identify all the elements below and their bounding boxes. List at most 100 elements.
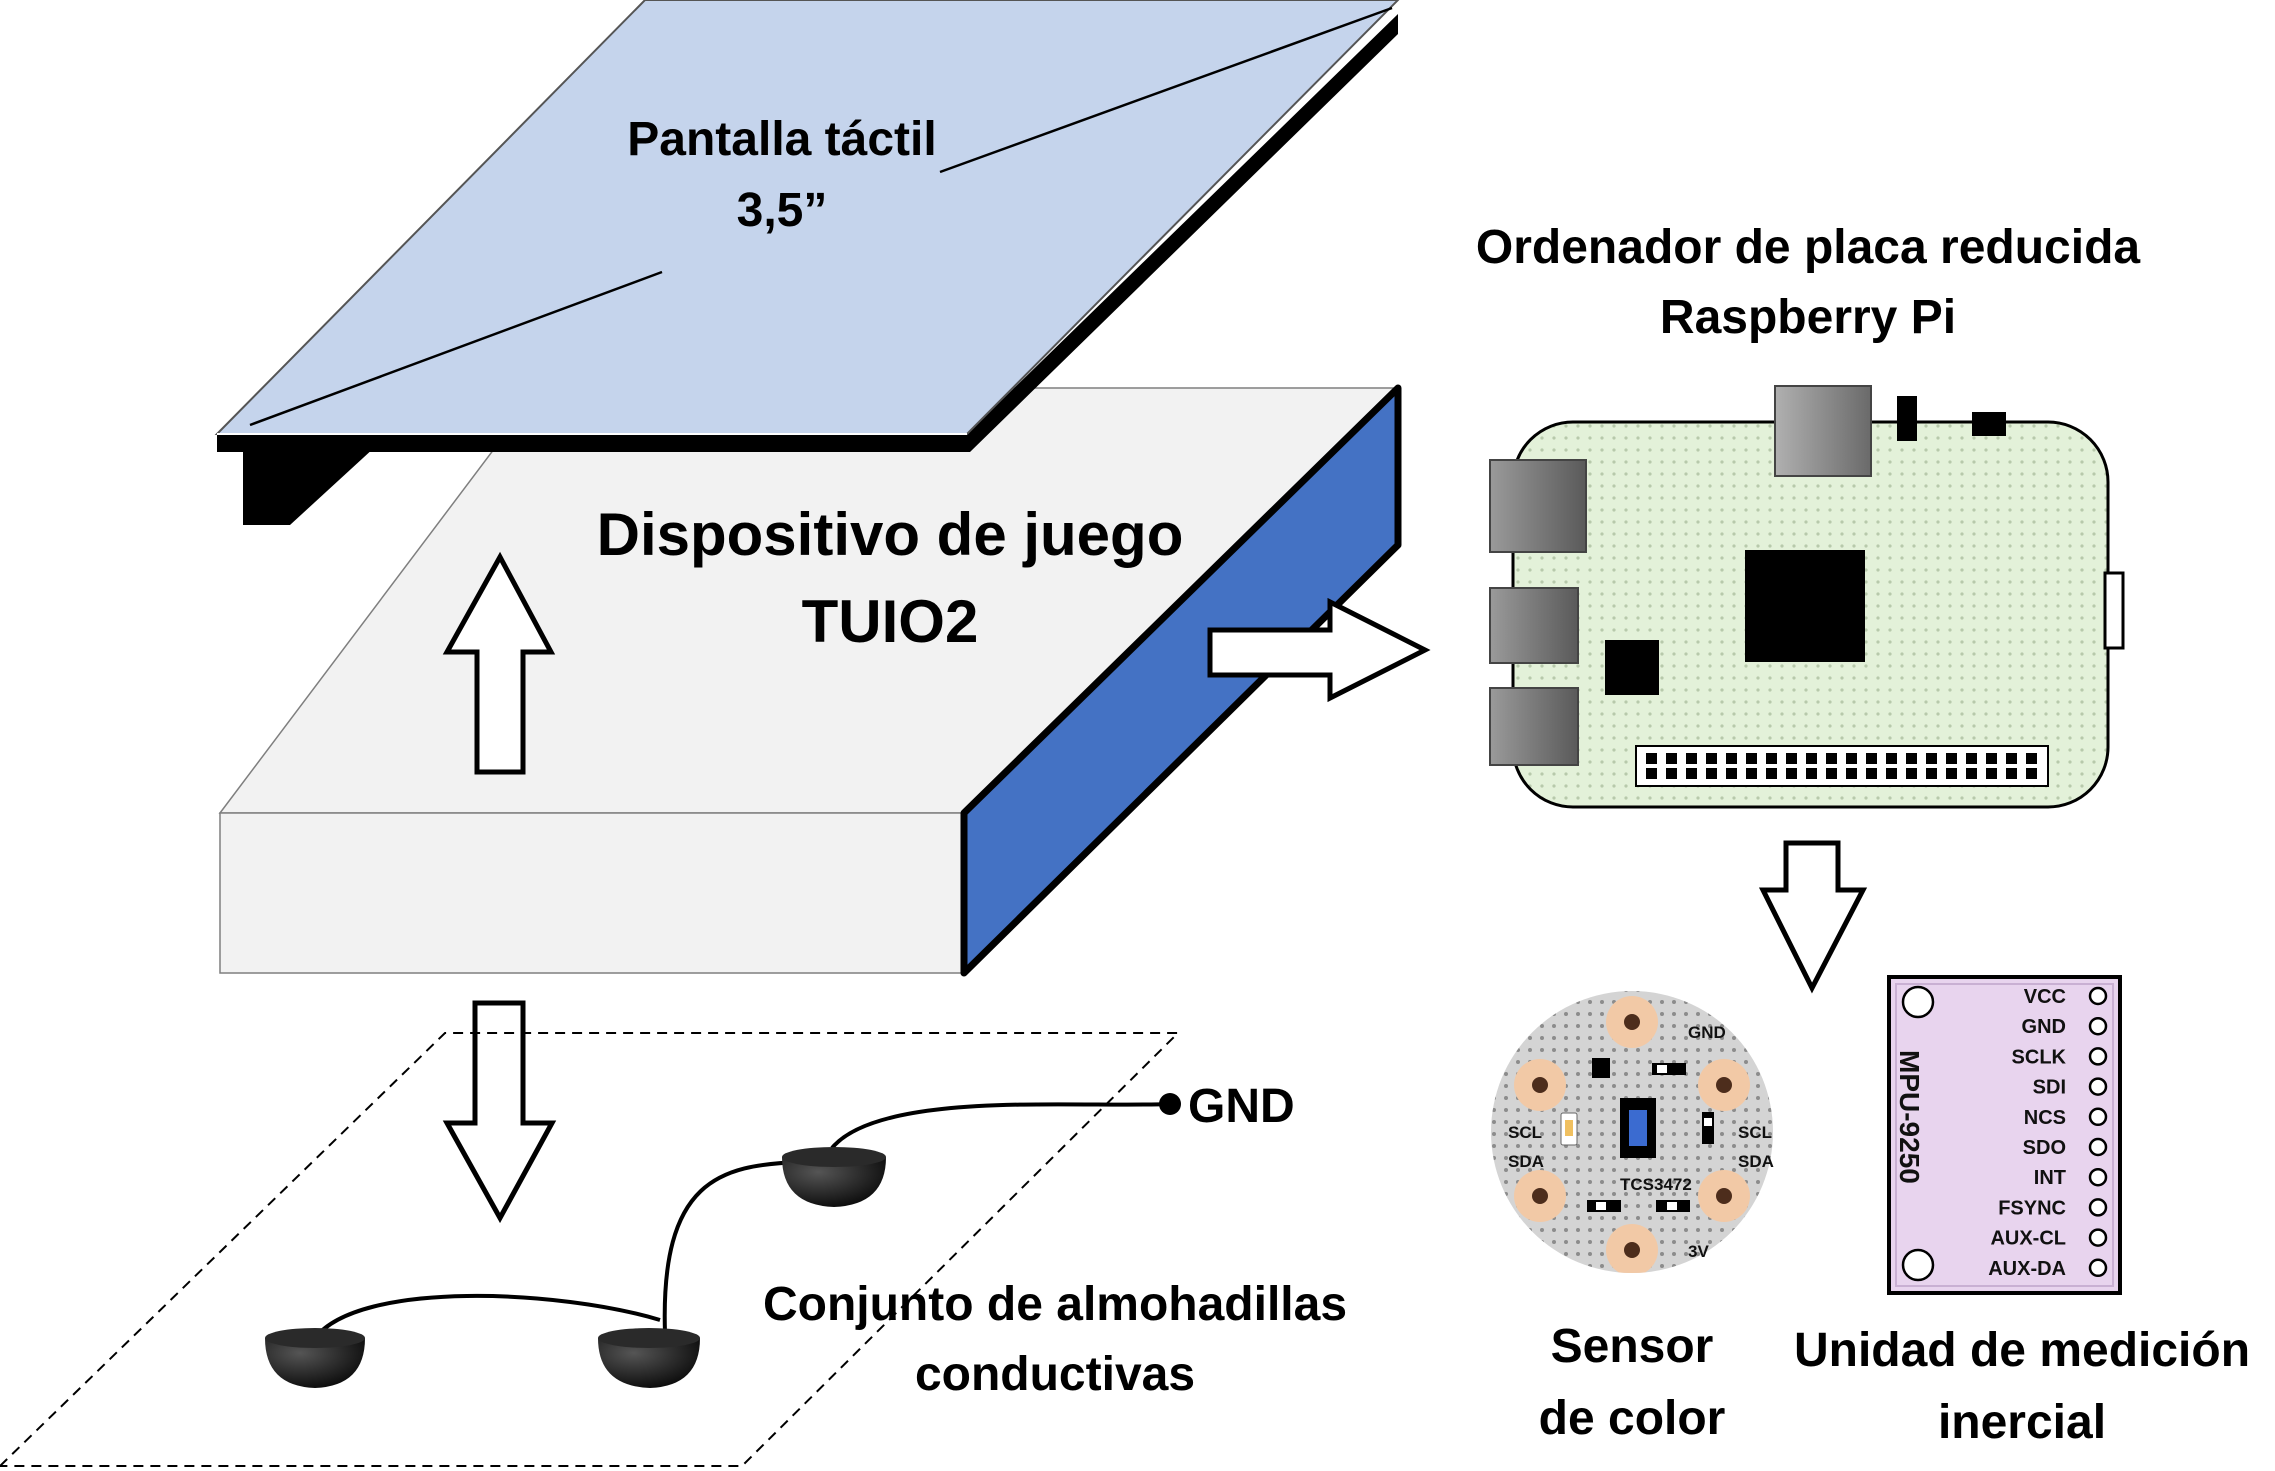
color-sensor-label-line2: de color (1539, 1392, 1726, 1445)
gpio-pin (2026, 753, 2037, 764)
usb-port-top (1774, 385, 1872, 477)
sensor-chip-window (1629, 1110, 1647, 1146)
gpio-pin (1766, 768, 1777, 779)
pad-wire-2 (662, 1160, 801, 1334)
usb-port-1 (1489, 587, 1579, 664)
gpio-pin (1986, 753, 1997, 764)
sensor-pin-sda-right: SDA (1738, 1152, 1774, 1171)
imu-board: MPU-9250 VCCGNDSCLKSDINCSSDOINTFSYNCAUX-… (1794, 975, 2250, 1449)
pad-wire-3 (830, 1102, 1171, 1150)
gpio-pin (1926, 753, 1937, 764)
gpio-pin (1766, 753, 1777, 764)
touchscreen-label-line2: 3,5” (737, 184, 828, 237)
gnd-label: GND (1188, 1080, 1295, 1133)
gpio-pin (1806, 753, 1817, 764)
gpio-pin (1686, 768, 1697, 779)
arrow-up (442, 551, 556, 775)
device-label-line1: Dispositivo de juego (597, 501, 1184, 568)
gpio-pin (1726, 768, 1737, 779)
gpio-pin (1726, 753, 1737, 764)
imu-pin-hole (2088, 1167, 2108, 1187)
imu-pin-label: SDI (2033, 1077, 2066, 1099)
imu-pin-hole (2088, 1047, 2108, 1066)
smd-1 (1592, 1058, 1610, 1078)
pad-3 (782, 1147, 886, 1207)
gpio-pin (1706, 753, 1717, 764)
touchscreen: Pantalla táctil 3,5” (214, 0, 1400, 525)
pads-label-line2: conductivas (915, 1348, 1195, 1401)
gpio-pin (2006, 753, 2017, 764)
conductive-pads: GND Conjunto de almohadillas conductivas (0, 1032, 1347, 1467)
sd-card-slot (2103, 571, 2125, 650)
imu-pin-label: AUX-DA (1988, 1258, 2066, 1280)
gpio-pin (1886, 753, 1897, 764)
gpio-pins (1646, 753, 2037, 779)
imu-pin-hole (2088, 986, 2108, 1006)
gpio-pin (1906, 768, 1917, 779)
gpio-pin (1926, 768, 1937, 779)
small-chip (1605, 640, 1659, 695)
device-front-face (219, 812, 965, 974)
usb-port-2 (1489, 687, 1579, 766)
imu-pin-hole (2088, 1198, 2108, 1217)
imu-pcb (1887, 975, 2122, 1295)
imu-pin-hole (2088, 1107, 2108, 1127)
sensor-chip-label: TCS3472 (1620, 1175, 1692, 1194)
gpio-pin (1846, 753, 1857, 764)
pad-2 (598, 1328, 700, 1388)
arrow-down-pads (442, 1000, 557, 1224)
gpio-pin (1806, 768, 1817, 779)
gpio-pin (1906, 753, 1917, 764)
gpio-pin (1866, 753, 1877, 764)
sensor-pin-scl-right: SCL (1738, 1123, 1772, 1142)
gpio-pin (1666, 753, 1677, 764)
pwr-led-block (1897, 396, 1917, 441)
device-label-line2: TUIO2 (802, 588, 979, 655)
arrow-right (1207, 597, 1431, 703)
pads-label-line1: Conjunto de almohadillas (763, 1278, 1347, 1331)
imu-pin-label: VCC (2024, 986, 2066, 1008)
imu-pin-label: INT (2034, 1167, 2066, 1189)
gpio-pin (1946, 753, 1957, 764)
touchscreen-leg (243, 447, 375, 525)
soc-chip (1745, 550, 1865, 662)
imu-mount-hole-bottom (1901, 1248, 1935, 1282)
imu-label-line1: Unidad de medición (1794, 1324, 2250, 1377)
gpio-pin (1746, 753, 1757, 764)
imu-pin-hole (2088, 1228, 2108, 1247)
color-sensor: GND SCL SDA SCL SDA TCS3472 3V Sensor de… (1491, 991, 1774, 1445)
game-device: Dispositivo de juego TUIO2 (218, 384, 1402, 977)
device-side-face (960, 384, 1402, 977)
imu-model-label: MPU-9250 (1894, 1050, 1925, 1184)
imu-pin-label: NCS (2024, 1107, 2066, 1129)
color-sensor-label-line1: Sensor (1551, 1320, 1714, 1373)
sbc-label-line1: Ordenador de placa reducida (1476, 221, 2141, 274)
imu-pin-hole (2088, 1258, 2108, 1278)
micro-connector (1972, 412, 2006, 436)
gpio-pin (1966, 768, 1977, 779)
gpio-pin (1666, 768, 1677, 779)
ethernet-port (1489, 459, 1587, 553)
gpio-pin (1646, 753, 1657, 764)
gpio-pin (1866, 768, 1877, 779)
gpio-pin (1786, 768, 1797, 779)
imu-pcb-inner (1895, 983, 2114, 1287)
sensor-pin-sda-left: SDA (1508, 1152, 1544, 1171)
gpio-pin (1706, 768, 1717, 779)
arrow-down-sensors (1758, 840, 1868, 994)
gpio-pin (1846, 768, 1857, 779)
gpio-header (1635, 745, 2049, 787)
imu-pin-label: SCLK (2012, 1046, 2067, 1068)
raspberry-pi-board: Ordenador de placa reducida Raspberry Pi (1476, 221, 2141, 809)
imu-pin-hole (2088, 1077, 2108, 1096)
gpio-pin (1646, 768, 1657, 779)
gpio-pin (2026, 768, 2037, 779)
sensor-pads (1514, 996, 1750, 1273)
pads-area (0, 1032, 1181, 1467)
gnd-terminal (1159, 1093, 1181, 1115)
sensor-pin-3v: 3V (1688, 1242, 1709, 1261)
imu-pin-hole (2088, 1016, 2108, 1036)
gpio-pin (1966, 753, 1977, 764)
